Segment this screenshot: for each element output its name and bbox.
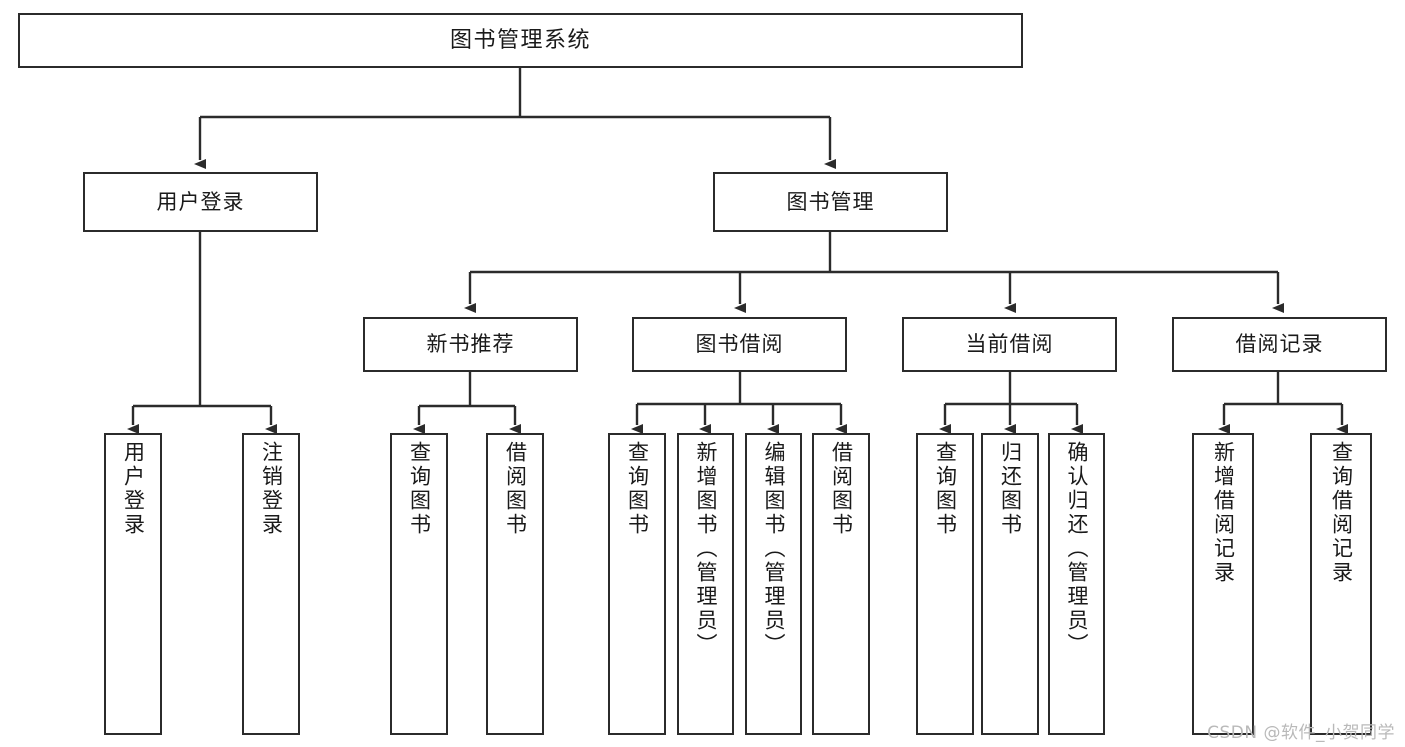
node-label: 归还图书 xyxy=(998,441,1023,537)
leaf-book-borrow-edit-book-admin[interactable]: 编辑图书（管理员） xyxy=(745,433,802,735)
node-label: 新书推荐 xyxy=(426,332,515,357)
leaf-borrow-record-query-record[interactable]: 查询借阅记录 xyxy=(1310,433,1372,735)
leaf-book-borrow-borrow-book[interactable]: 借阅图书 xyxy=(812,433,870,735)
node-current-borrow[interactable]: 当前借阅 xyxy=(902,317,1117,372)
node-label: 借阅图书 xyxy=(503,441,528,537)
node-label: 图书管理系统 xyxy=(449,27,591,53)
node-root-system[interactable]: 图书管理系统 xyxy=(18,13,1023,68)
node-book-borrow[interactable]: 图书借阅 xyxy=(632,317,847,372)
node-user-login[interactable]: 用户登录 xyxy=(83,172,318,232)
node-label: 新增图书（管理员） xyxy=(694,441,718,657)
node-label: 查询图书 xyxy=(625,441,650,537)
node-label: 用户登录 xyxy=(156,189,245,214)
node-label: 用户登录 xyxy=(121,441,146,537)
leaf-user-login-do-login[interactable]: 用户登录 xyxy=(104,433,162,735)
node-label: 查询图书 xyxy=(407,441,432,537)
leaf-current-borrow-return-book[interactable]: 归还图书 xyxy=(981,433,1039,735)
node-book-management[interactable]: 图书管理 xyxy=(713,172,948,232)
node-label: 确认归还（管理员） xyxy=(1065,441,1089,657)
node-label: 新增借阅记录 xyxy=(1211,441,1236,585)
node-label: 借阅图书 xyxy=(829,441,854,537)
node-label: 图书借阅 xyxy=(695,332,784,357)
node-borrow-record[interactable]: 借阅记录 xyxy=(1172,317,1387,372)
node-label: 图书管理 xyxy=(786,189,875,214)
leaf-current-borrow-query-book[interactable]: 查询图书 xyxy=(916,433,974,735)
leaf-new-book-query-book[interactable]: 查询图书 xyxy=(390,433,448,735)
node-label: 查询借阅记录 xyxy=(1329,441,1354,585)
leaf-user-login-logout[interactable]: 注销登录 xyxy=(242,433,300,735)
node-label: 借阅记录 xyxy=(1235,332,1324,357)
node-label: 注销登录 xyxy=(259,441,284,537)
node-label: 当前借阅 xyxy=(965,332,1054,357)
node-label: 编辑图书（管理员） xyxy=(762,441,786,657)
watermark: CSDN @软件_小贺同学 xyxy=(1207,723,1395,743)
node-label: 查询图书 xyxy=(933,441,958,537)
node-new-book-recommend[interactable]: 新书推荐 xyxy=(363,317,578,372)
leaf-borrow-record-add-record[interactable]: 新增借阅记录 xyxy=(1192,433,1254,735)
leaf-book-borrow-add-book-admin[interactable]: 新增图书（管理员） xyxy=(677,433,734,735)
leaf-new-book-borrow-book[interactable]: 借阅图书 xyxy=(486,433,544,735)
leaf-book-borrow-query-book[interactable]: 查询图书 xyxy=(608,433,666,735)
leaf-current-borrow-confirm-return-admin[interactable]: 确认归还（管理员） xyxy=(1048,433,1105,735)
